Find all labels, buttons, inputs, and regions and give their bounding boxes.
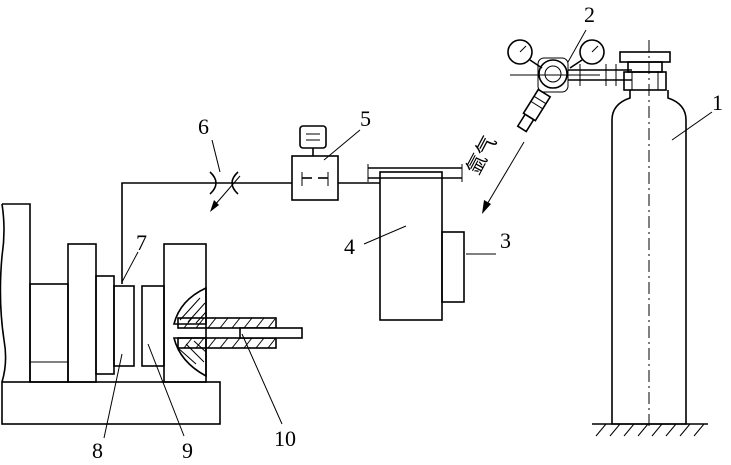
label-10: 10 (274, 426, 296, 451)
label-6: 6 (198, 114, 209, 139)
machine-frame (0, 203, 303, 425)
pressure-regulator (507, 39, 632, 133)
argon-flow-arrow (482, 141, 525, 214)
label-7: 7 (136, 230, 147, 255)
gas-label: 氩气 (461, 132, 501, 179)
throttle-valve (209, 171, 241, 212)
label-9: 9 (182, 438, 193, 463)
leader-lines (103, 29, 713, 439)
argon-cylinder (592, 40, 708, 437)
flow-meter (367, 164, 465, 321)
label-1: 1 (712, 90, 723, 115)
workpiece-right (141, 285, 165, 367)
label-5: 5 (360, 106, 371, 131)
label-2: 2 (584, 2, 595, 27)
label-3: 3 (500, 228, 511, 253)
label-8: 8 (92, 438, 103, 463)
workpiece-left (113, 285, 135, 367)
solenoid-valve (291, 125, 339, 201)
gas-line (121, 182, 380, 284)
label-4: 4 (344, 234, 355, 259)
